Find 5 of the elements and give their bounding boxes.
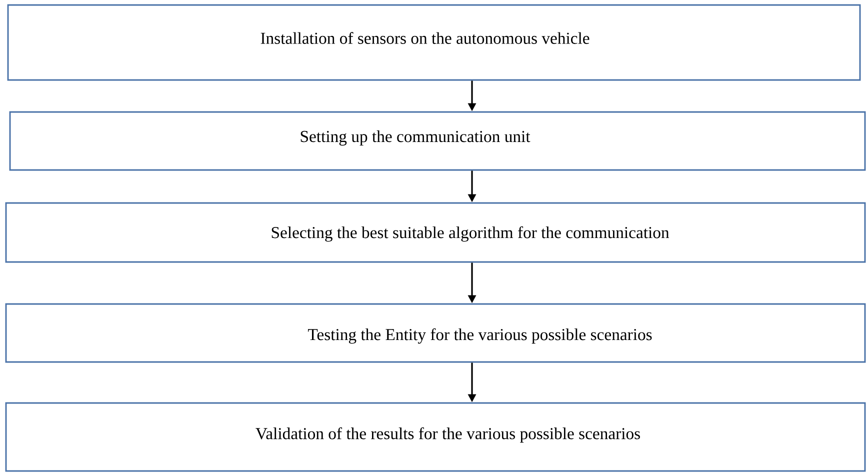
process-box: Testing the Entity for the various possible scenarios (5, 303, 866, 363)
process-box: Setting up the communication unit (9, 111, 866, 171)
process-box: Installation of sensors on the autonomous vehicle (7, 4, 861, 81)
process-box: Validation of the results for the various possible scenarios (5, 402, 866, 472)
process-box: Selecting the best suitable algorithm for the communication (5, 202, 866, 263)
